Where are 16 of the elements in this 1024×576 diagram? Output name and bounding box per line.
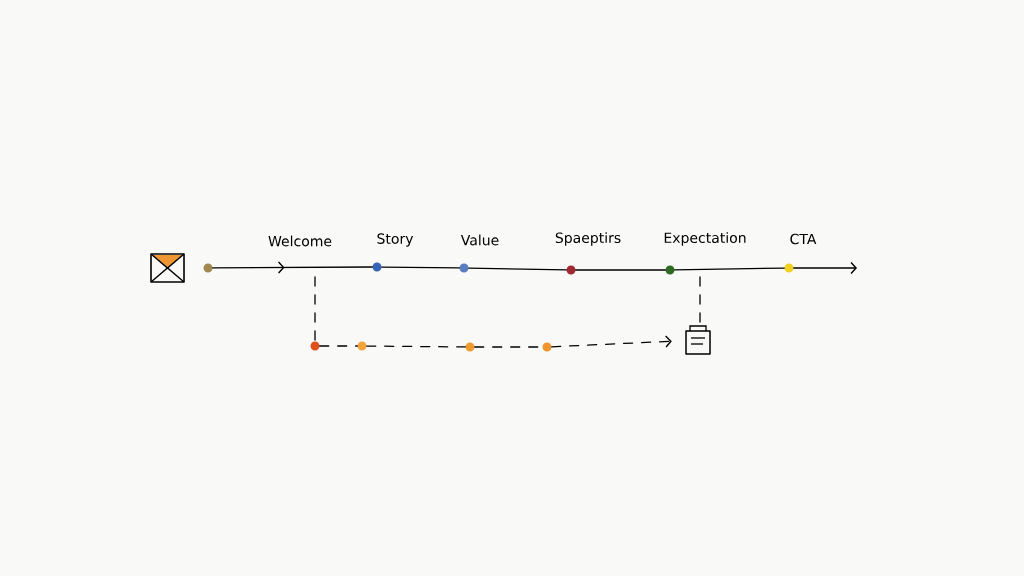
step-label: Spaeptirs — [555, 232, 621, 246]
step-label: Expectation — [664, 232, 746, 246]
connector-line — [314, 276, 316, 342]
arrow — [551, 335, 672, 348]
connector-line — [319, 345, 358, 347]
notepad-icon — [685, 325, 711, 355]
step-label: CTA — [790, 233, 817, 245]
arrow — [793, 261, 857, 275]
connector-line — [674, 267, 785, 271]
connector-line — [575, 269, 666, 271]
connector-line — [381, 266, 460, 269]
step-label: Story — [377, 233, 414, 247]
step-label: Value — [460, 234, 499, 246]
connector-line — [468, 267, 567, 271]
connector-line — [366, 345, 466, 348]
step-label: Welcome — [268, 235, 332, 247]
